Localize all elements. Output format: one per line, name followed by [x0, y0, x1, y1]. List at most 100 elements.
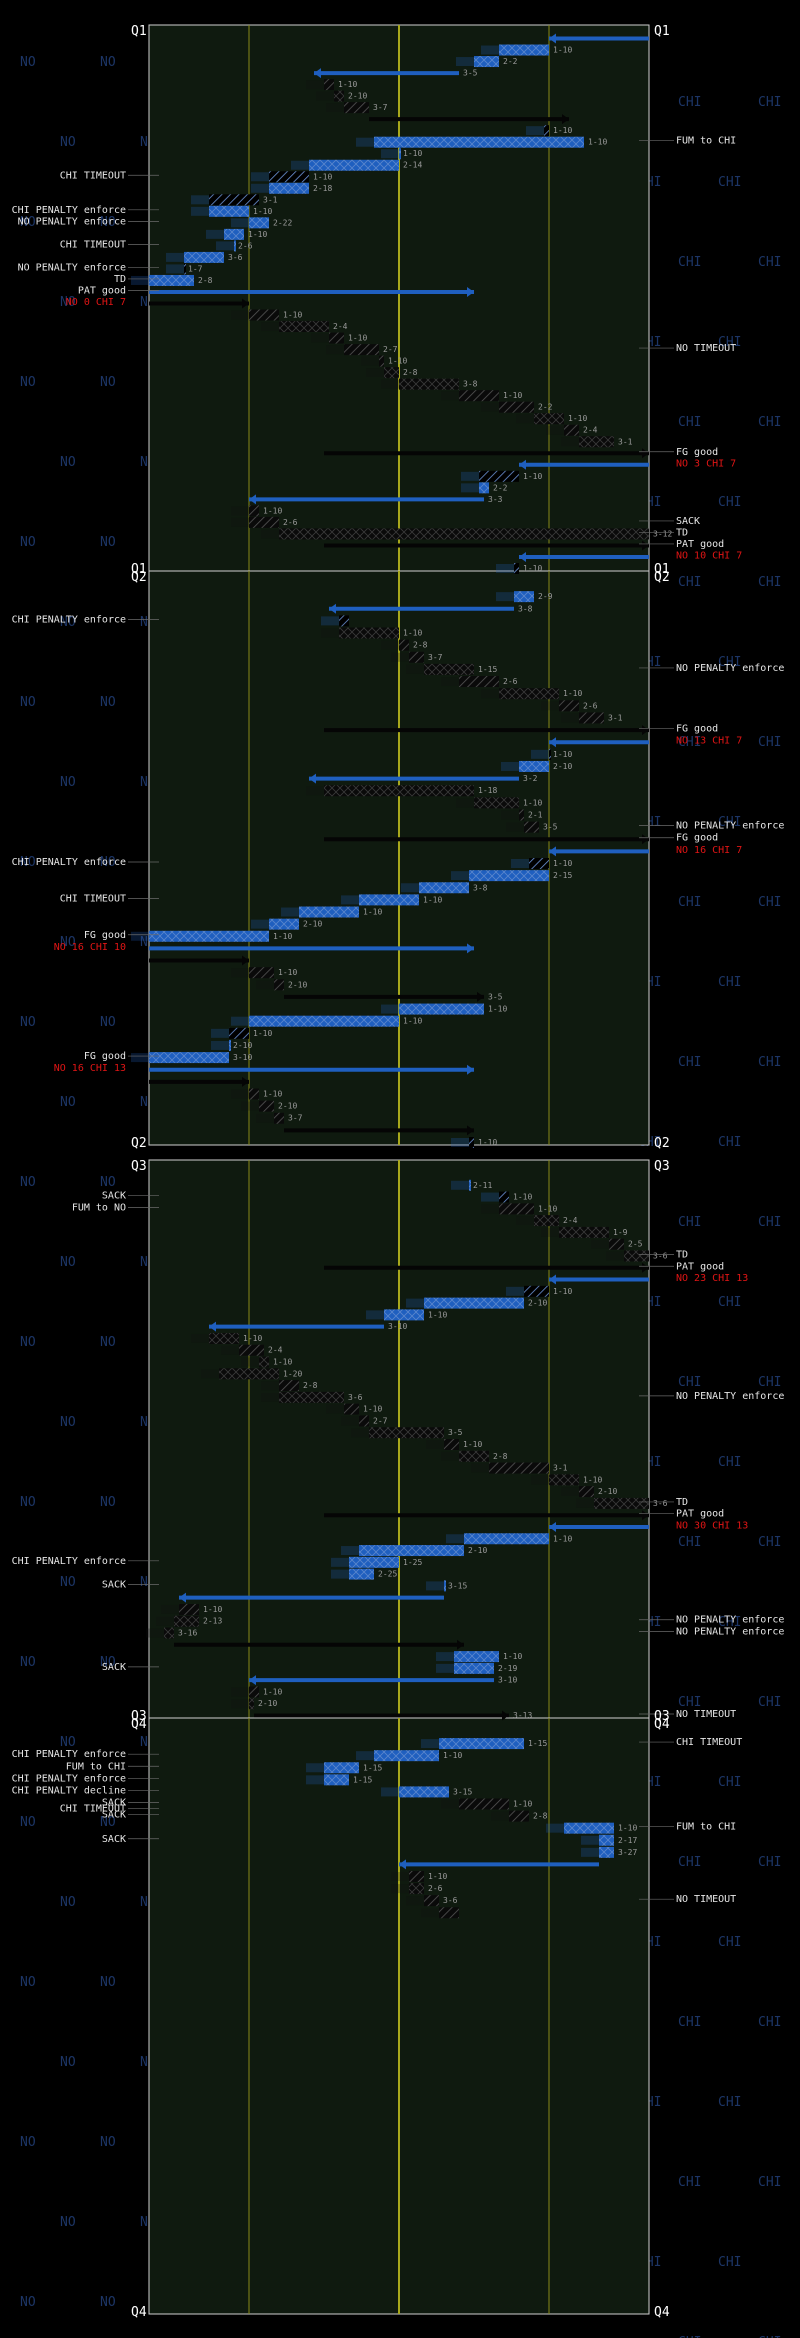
watermark-left: NO [20, 1175, 36, 1190]
down-distance-label: 2-4 [563, 1216, 578, 1225]
event-label: NO TIMEOUT [676, 1894, 736, 1905]
play-bar [209, 194, 259, 206]
play-bar [269, 171, 309, 183]
play-bar [579, 1486, 594, 1498]
play-bar [524, 1285, 549, 1297]
down-distance-label: 1-7 [188, 264, 203, 273]
play-leader [261, 1392, 279, 1402]
down-distance-label: 1-18 [478, 786, 497, 795]
play-bar [399, 1786, 449, 1798]
watermark-left: NO [60, 1735, 76, 1750]
quarter-label-top-right: Q4 [654, 1717, 670, 1732]
play-leader [131, 1053, 149, 1063]
play-bar [309, 159, 399, 171]
kick-arrowhead [242, 955, 249, 966]
watermark-left: NO [100, 55, 116, 70]
play-bar [239, 1344, 264, 1356]
event-label: CHI PENALTY enforce [12, 1773, 126, 1784]
play-leader [241, 1101, 259, 1111]
down-distance-label: 3-3 [488, 495, 503, 504]
down-distance-label: 1-10 [253, 1029, 272, 1038]
play-bar [249, 1698, 254, 1710]
play-leader [481, 402, 499, 412]
play-leader [321, 616, 339, 626]
down-distance-label: 2-6 [583, 701, 598, 710]
play-leader [261, 1381, 279, 1391]
kick-arrowhead [467, 943, 474, 954]
kick-arrowhead [179, 1592, 186, 1603]
event-label: PAT good [676, 1509, 724, 1520]
play-bar [249, 217, 269, 229]
play-bar [209, 1332, 239, 1344]
play-bar [519, 809, 524, 821]
down-distance-label: 1-10 [263, 506, 282, 515]
event-label: CHI PENALTY enforce [12, 1556, 126, 1567]
play-bar [229, 1027, 249, 1039]
down-distance-label: 2-8 [303, 1381, 318, 1390]
play-bar [379, 355, 384, 367]
quarter-label-top-right: Q3 [654, 1159, 670, 1174]
event-label: TD [676, 1497, 688, 1508]
play-leader [321, 628, 339, 638]
play-bar [339, 615, 349, 627]
watermark-right: CHI [718, 975, 741, 990]
play-bar [559, 1226, 609, 1238]
play-leader [581, 1835, 599, 1845]
play-leader [481, 689, 499, 699]
play-bar [249, 505, 259, 517]
kick-arrowhead [309, 773, 316, 784]
quarter-label-top-left: Q4 [131, 1717, 147, 1732]
kick-arrowhead [314, 68, 321, 79]
watermark-right: CHI [678, 735, 701, 750]
event-label: SACK [102, 1798, 126, 1809]
watermark-left: NO [20, 1975, 36, 1990]
play-leader [441, 1799, 459, 1809]
play-bar [409, 1883, 424, 1895]
down-distance-label: 3-2 [523, 774, 538, 783]
down-distance-label: 1-10 [568, 414, 587, 423]
kick-arrowhead [549, 33, 556, 44]
down-distance-label: 1-10 [403, 629, 422, 638]
down-distance-label: 1-10 [563, 689, 582, 698]
play-leader [281, 907, 299, 917]
play-leader [231, 1016, 249, 1026]
down-distance-label: 2-8 [413, 641, 428, 650]
watermark-left: NO [20, 1655, 36, 1670]
play-bar [174, 1615, 199, 1627]
watermark-left: NO [60, 2215, 76, 2230]
play-leader [166, 252, 184, 262]
down-distance-label: 2-8 [198, 276, 213, 285]
play-leader [471, 1463, 489, 1473]
play-bar [349, 1568, 374, 1580]
watermark-right: CHI [758, 735, 781, 750]
down-distance-label: 1-10 [263, 1089, 282, 1098]
kick-arrowhead [562, 114, 569, 125]
down-distance-label: 1-10 [478, 1138, 497, 1147]
kick-arrowhead [249, 494, 256, 505]
play-leader [341, 1546, 359, 1556]
play-leader [316, 91, 334, 101]
watermark-right: CHI [758, 575, 781, 590]
watermark-right: CHI [718, 815, 741, 830]
play-leader [146, 1628, 164, 1638]
play-bar [399, 378, 459, 390]
down-distance-label: 3-6 [653, 1499, 668, 1508]
watermark-right: CHI [718, 175, 741, 190]
play-bar [454, 1662, 494, 1674]
watermark-left: NO [20, 855, 36, 870]
down-distance-label: 2-11 [473, 1181, 492, 1190]
kick-arrowhead [549, 1274, 556, 1285]
play-leader [451, 1180, 469, 1190]
down-distance-label: 1-10 [278, 968, 297, 977]
down-distance-label: 1-10 [263, 1687, 282, 1696]
play-bar [279, 321, 329, 333]
play-bar [439, 1738, 524, 1750]
down-distance-label: 2-9 [538, 592, 553, 601]
down-distance-label: 1-10 [503, 1652, 522, 1661]
kick-arrowhead [642, 540, 649, 551]
play-bar [224, 228, 244, 240]
play-leader [366, 368, 384, 378]
play-bar [529, 858, 549, 869]
down-distance-label: 3-27 [618, 1848, 637, 1857]
